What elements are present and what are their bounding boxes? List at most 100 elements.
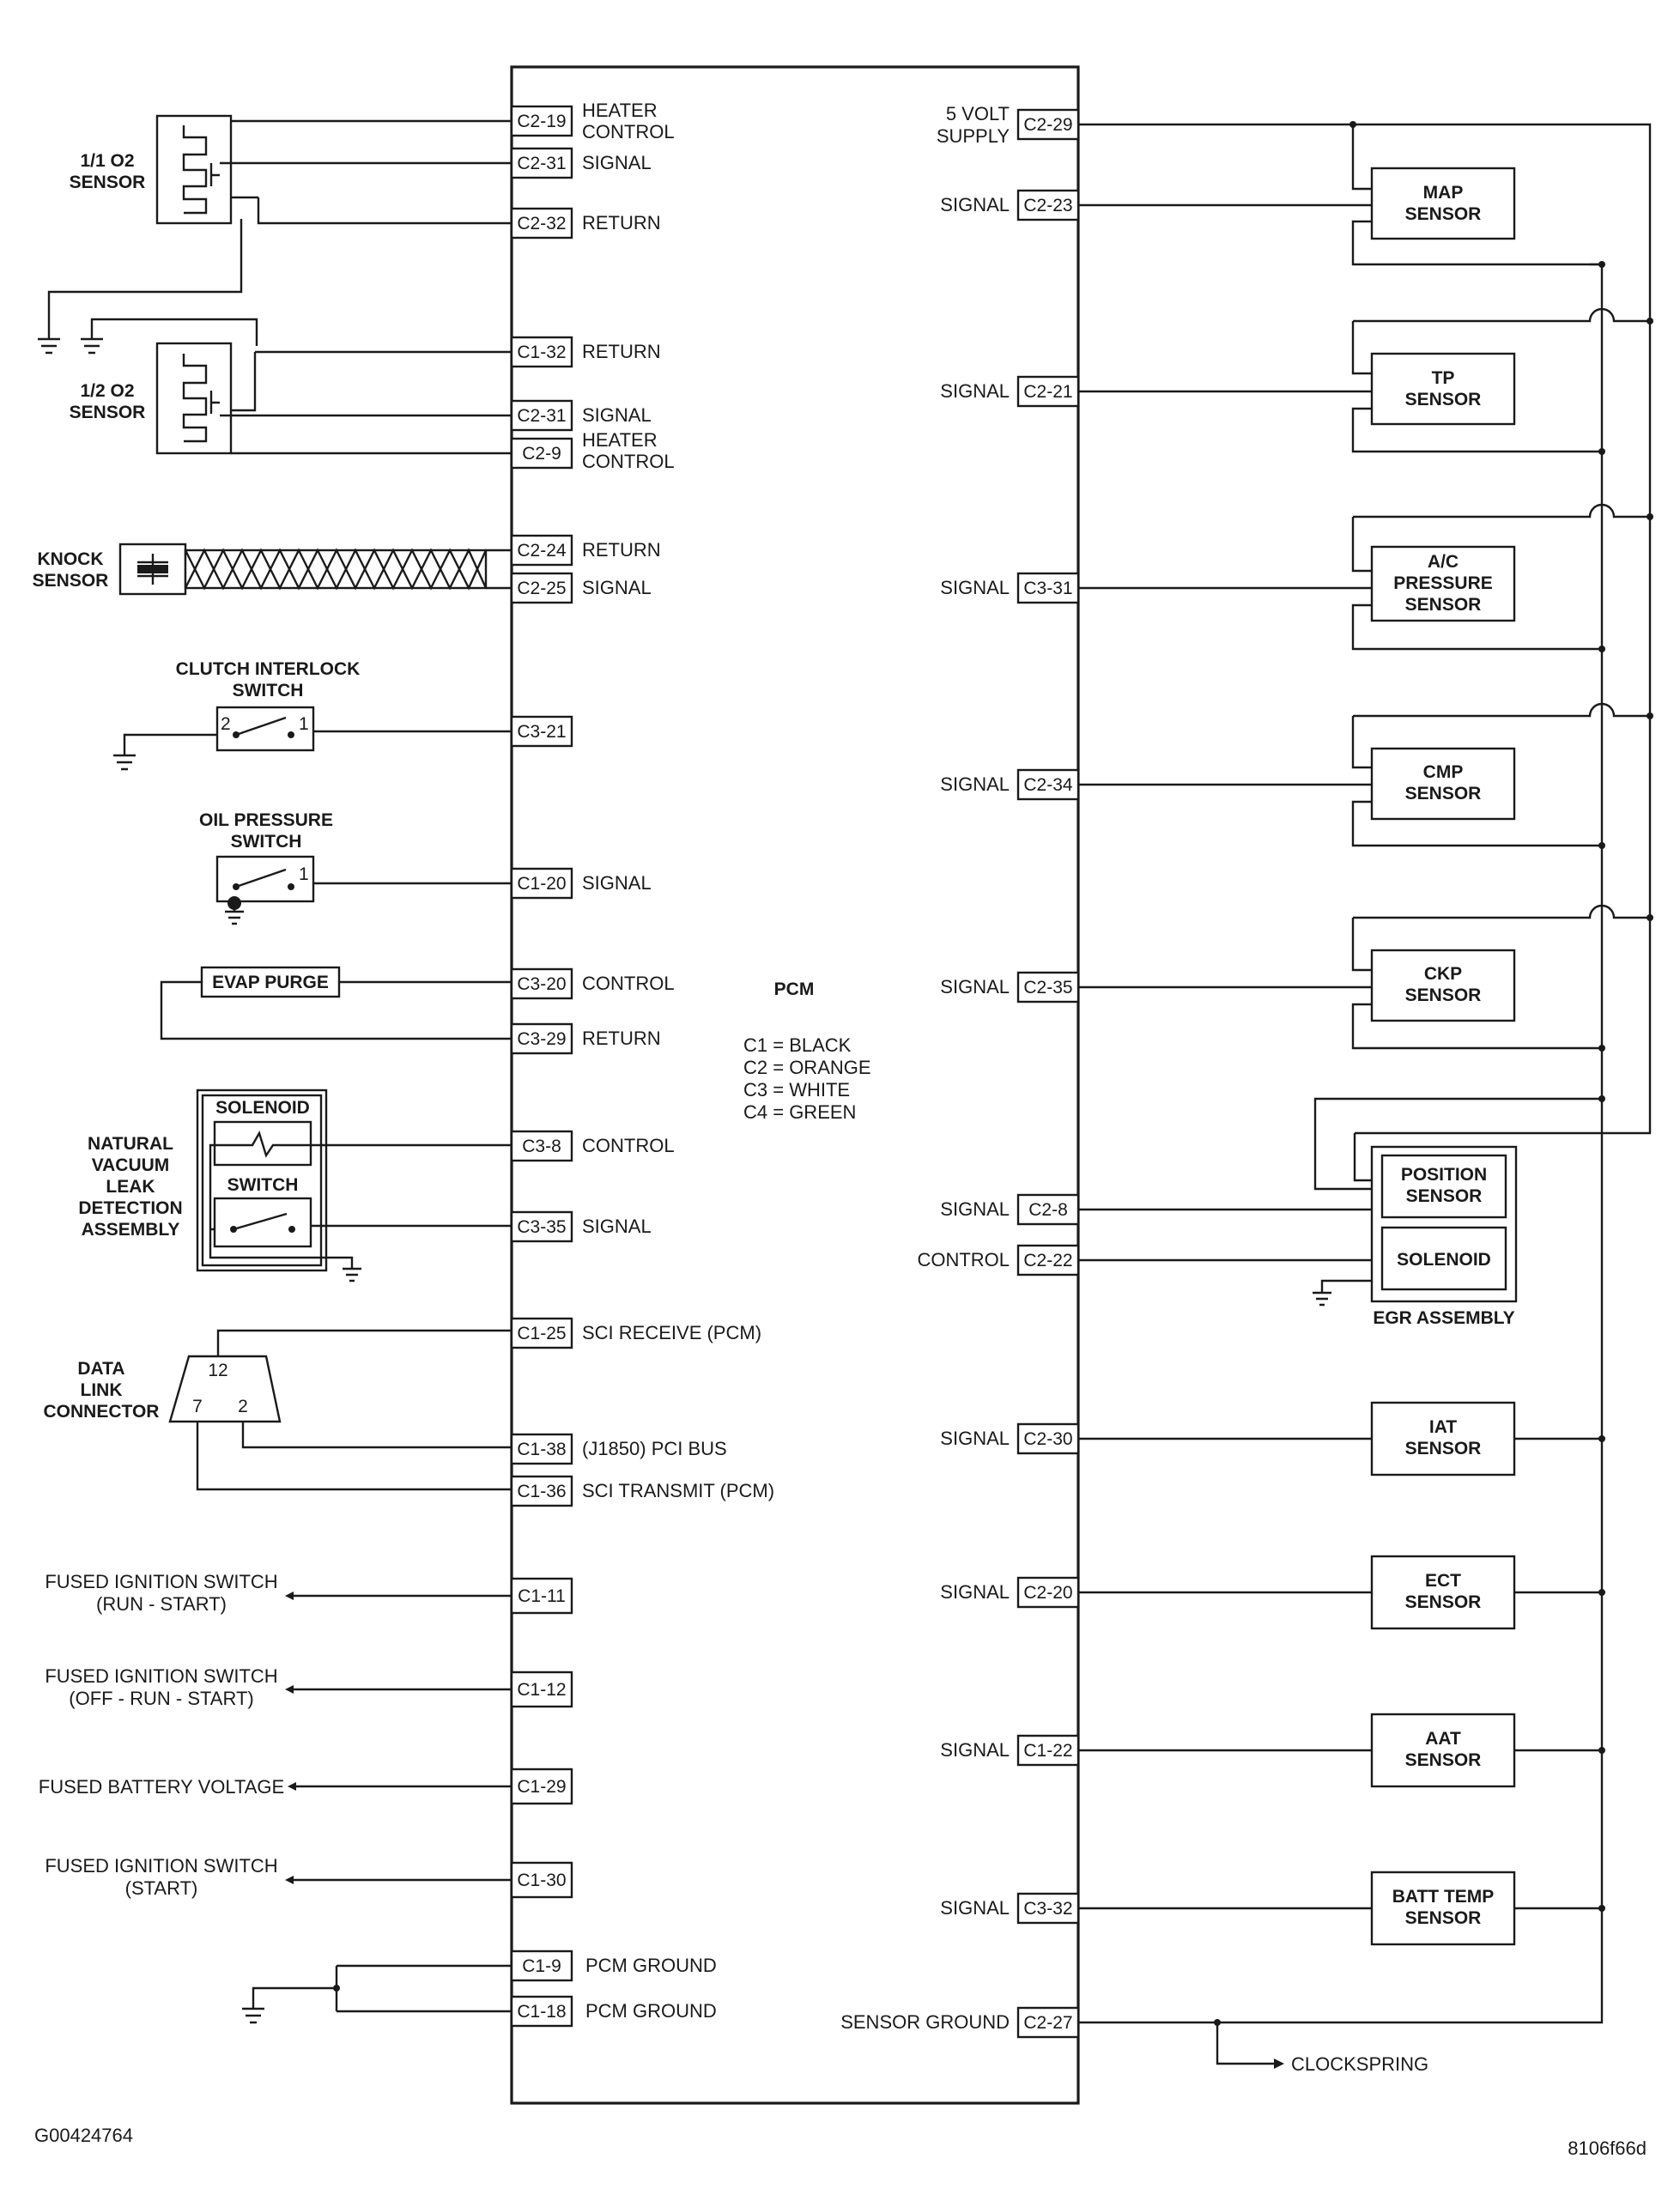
ckp-label-a: CKP — [1424, 964, 1462, 984]
pin-map-signal: C2-23 — [1023, 196, 1072, 215]
pin-evap-control: C3-20 — [517, 974, 566, 994]
ac-label-b: PRESSURE — [1393, 573, 1493, 593]
label-sci-transmit: SCI TRANSMIT (PCM) — [582, 1480, 774, 1501]
pcm-grounds — [242, 1964, 512, 2024]
pin-ect-signal: C2-20 — [1023, 1583, 1072, 1603]
oil-label-a: OIL PRESSURE — [199, 810, 333, 830]
label-iat-signal: SIGNAL — [940, 1428, 1010, 1449]
ckp-label-b: SENSOR — [1405, 985, 1482, 1005]
label-tp-signal: SIGNAL — [940, 380, 1010, 402]
pin-5v-supply: C2-29 — [1023, 115, 1072, 135]
dlc-label-c: CONNECTOR — [44, 1402, 160, 1422]
nvld-solenoid-label: SOLENOID — [215, 1098, 310, 1118]
batt-temp-label-a: BATT TEMP — [1392, 1887, 1495, 1907]
pin-nvld-signal: C3-35 — [517, 1217, 566, 1237]
pin-ign-off-run-start: C1-12 — [517, 1680, 566, 1700]
ect-sensor: ECT SENSOR — [1370, 1555, 1516, 1630]
cmp-label-b: SENSOR — [1405, 784, 1482, 803]
dlc-label-a: DATA — [77, 1359, 124, 1379]
egr-assembly-label: EGR ASSEMBLY — [1373, 1308, 1514, 1328]
pin-sensor-ground: C2-27 — [1023, 2013, 1072, 2033]
label-sensor-ground: SENSOR GROUND — [840, 2011, 1010, 2033]
ign-start-b: (START) — [125, 1877, 198, 1899]
iat-label-a: IAT — [1429, 1417, 1457, 1437]
right-wiring: CLOCKSPRING — [1078, 121, 1653, 2075]
batt-temp-sensor: BATT TEMP SENSOR — [1370, 1871, 1516, 1946]
ckp-sensor: CKP SENSOR — [1370, 949, 1516, 1022]
pin-aat-signal: C1-22 — [1023, 1741, 1072, 1761]
battery-voltage: FUSED BATTERY VOLTAGE — [39, 1776, 284, 1798]
pin-ign-start: C1-30 — [517, 1871, 566, 1890]
pin-o2-2-heater: C2-9 — [522, 444, 561, 464]
pin-evap-return: C3-29 — [517, 1029, 566, 1049]
pin-nvld-control: C3-8 — [522, 1137, 561, 1156]
pin-sci-receive: C1-25 — [517, 1324, 566, 1343]
dlc-pin-7: 7 — [192, 1397, 203, 1416]
ign-run-start-a: FUSED IGNITION SWITCH — [45, 1571, 277, 1592]
aat-sensor: AAT SENSOR — [1370, 1713, 1516, 1788]
label-return-evap: RETURN — [582, 1028, 661, 1049]
legend-c4: C4 = GREEN — [743, 1101, 856, 1123]
pin-knock-return: C2-24 — [517, 541, 567, 561]
cmp-label-a: CMP — [1423, 762, 1464, 782]
left-pin-labels: HEATER CONTROL SIGNAL RETURN RETURN SIGN… — [582, 100, 774, 2022]
figure-id-right: 8106f66d — [1568, 2137, 1647, 2159]
tp-sensor: TP SENSOR — [1370, 352, 1516, 426]
pin-tp-signal: C2-21 — [1023, 382, 1072, 402]
pin-pci-bus: C1-38 — [517, 1440, 566, 1459]
nvld-label-b: VACUUM — [92, 1155, 170, 1175]
label-ect-signal: SIGNAL — [940, 1581, 1010, 1603]
right-pin-labels: 5 VOLT SUPPLY SIGNAL SIGNAL SIGNAL SIGNA… — [840, 103, 1010, 2033]
label-5-volt: 5 VOLT — [946, 103, 1010, 124]
o2-1-label-a: 1/1 O2 — [80, 151, 134, 171]
nvld-assembly: NATURAL VACUUM LEAK DETECTION ASSEMBLY S… — [78, 1088, 512, 1282]
dlc-pin-12: 12 — [208, 1361, 227, 1380]
knock-label-a: KNOCK — [38, 549, 104, 569]
ign-run-start-b: (RUN - START) — [96, 1593, 227, 1615]
pin-pcm-ground-1: C1-9 — [522, 1956, 561, 1976]
egr-position-label-a: POSITION — [1401, 1165, 1487, 1185]
label-signal-nvld: SIGNAL — [582, 1216, 652, 1237]
o2-2-label-a: 1/2 O2 — [80, 381, 134, 401]
label-pcm-ground-2: PCM GROUND — [585, 2000, 717, 2022]
label-return-o2-1: RETURN — [582, 212, 661, 233]
label-aat-signal: SIGNAL — [940, 1739, 1010, 1761]
o2-sensor-1-2: 1/2 O2 SENSOR — [70, 318, 512, 455]
label-ckp-signal: SIGNAL — [940, 976, 1010, 997]
clutch-terminal-2: 2 — [221, 714, 231, 734]
pin-egr-control: C2-22 — [1023, 1251, 1072, 1270]
label-pcm-ground-1: PCM GROUND — [585, 1955, 717, 1976]
clockspring-label: CLOCKSPRING — [1291, 2053, 1428, 2075]
nvld-label-a: NATURAL — [88, 1134, 173, 1154]
label-batt-temp-signal: SIGNAL — [940, 1897, 1010, 1919]
pcm-title: PCM — [774, 979, 815, 999]
nvld-switch-label: SWITCH — [227, 1175, 299, 1195]
o2-1-label-b: SENSOR — [70, 173, 146, 192]
pin-ac-signal: C3-31 — [1023, 579, 1072, 598]
ac-label-c: SENSOR — [1405, 595, 1482, 615]
connector-color-legend: C1 = BLACK C2 = ORANGE C3 = WHITE C4 = G… — [743, 1034, 871, 1123]
pin-o2-1-heater: C2-19 — [517, 112, 566, 131]
nvld-label-c: LEAK — [106, 1177, 155, 1197]
pin-egr-signal: C2-8 — [1028, 1200, 1068, 1220]
oil-terminal-1: 1 — [299, 864, 309, 884]
ign-off-run-start-b: (OFF - RUN - START) — [69, 1688, 254, 1709]
right-pin-column: C2-29 C2-23 C2-21 C3-31 C2-34 C2-35 C2-8… — [1016, 108, 1080, 2039]
pin-cmp-signal: C2-34 — [1023, 775, 1073, 795]
iat-sensor: IAT SENSOR — [1370, 1401, 1516, 1477]
label-egr-signal: SIGNAL — [940, 1198, 1010, 1220]
label-return-knock: RETURN — [582, 539, 661, 561]
label-signal-oil: SIGNAL — [582, 872, 652, 894]
ac-label-a: A/C — [1428, 552, 1459, 572]
o2-2-label-b: SENSOR — [70, 403, 146, 422]
egr-assembly: POSITION SENSOR SOLENOID EGR ASSEMBLY — [1370, 1145, 1518, 1328]
dlc-label-b: LINK — [81, 1380, 123, 1400]
nvld-label-d: DETECTION — [78, 1198, 182, 1218]
pin-ign-run-start: C1-11 — [518, 1586, 566, 1606]
label-heater-control-1a: HEATER — [582, 100, 658, 121]
label-sci-receive: SCI RECEIVE (PCM) — [582, 1322, 761, 1343]
ign-start-a: FUSED IGNITION SWITCH — [45, 1855, 277, 1877]
pin-iat-signal: C2-30 — [1023, 1429, 1072, 1449]
pin-ckp-signal: C2-35 — [1023, 978, 1072, 997]
